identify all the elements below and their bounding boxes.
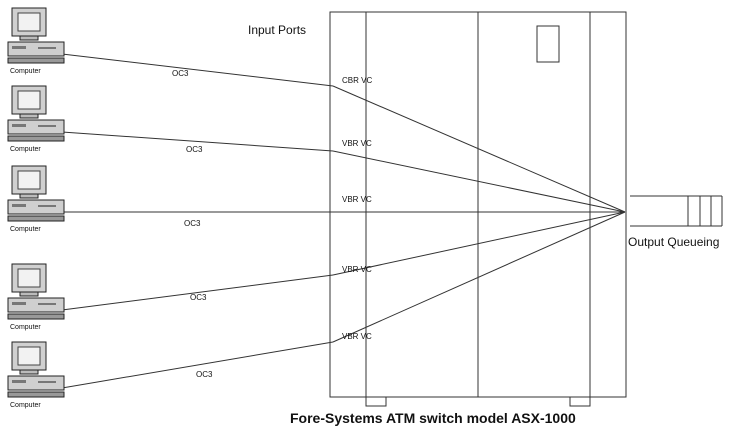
computer-icon (7, 85, 65, 142)
output-queueing-label: Output Queueing (628, 235, 719, 249)
vc-line-5 (332, 211, 626, 343)
computer-label-2: Computer (10, 146, 41, 153)
link-label-3: OC3 (184, 219, 201, 228)
vc-label-2: VBR VC (342, 139, 372, 148)
atm-switch (329, 11, 627, 407)
switch-module-slot (536, 25, 560, 63)
computer-icon (7, 341, 65, 398)
computer-icon (7, 165, 65, 222)
vc-label-1: CBR VC (342, 76, 372, 85)
computer-4: Computer (7, 263, 65, 331)
switch-foot-right (569, 396, 591, 407)
switch-foot-left (365, 396, 387, 407)
computer-label-5: Computer (10, 402, 41, 409)
link-label-5: OC3 (196, 370, 213, 379)
computer-label-1: Computer (10, 68, 41, 75)
link-label-4: OC3 (190, 293, 207, 302)
vc-line-4 (332, 211, 626, 276)
computer-2: Computer (7, 85, 65, 153)
vc-line-2 (332, 150, 626, 213)
diagram-caption: Fore-Systems ATM switch model ASX-1000 (290, 410, 576, 426)
link-line-2 (61, 131, 334, 152)
computer-icon (7, 7, 65, 64)
vc-line-1 (332, 85, 626, 213)
vc-label-4: VBR VC (342, 265, 372, 274)
link-label-2: OC3 (186, 145, 203, 154)
link-line-4 (61, 274, 334, 311)
vc-label-5: VBR VC (342, 332, 372, 341)
computer-1: Computer (7, 7, 65, 75)
link-label-1: OC3 (172, 69, 189, 78)
vc-label-3: VBR VC (342, 195, 372, 204)
link-line-1 (61, 53, 334, 87)
computer-5: Computer (7, 341, 65, 409)
link-line-5 (61, 341, 334, 389)
links (61, 53, 626, 389)
computer-label-3: Computer (10, 226, 41, 233)
output-queue (630, 195, 723, 227)
input-ports-label: Input Ports (248, 23, 306, 37)
computer-label-4: Computer (10, 324, 41, 331)
computer-3: Computer (7, 165, 65, 233)
computer-icon (7, 263, 65, 320)
